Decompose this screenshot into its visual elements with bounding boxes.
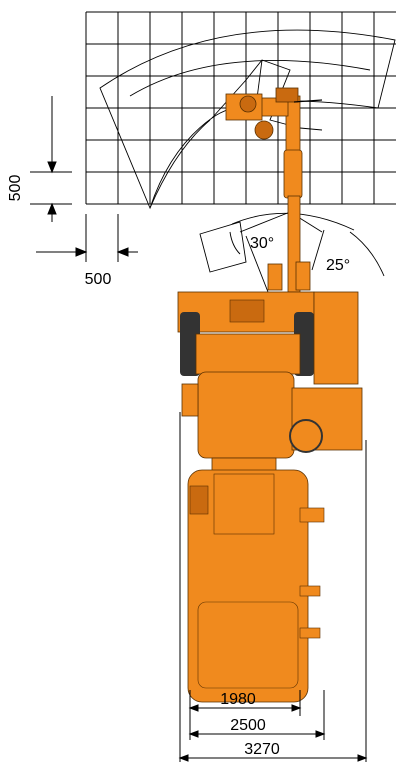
width-dimension-lines — [178, 412, 368, 762]
vertical-scale-marker — [30, 96, 72, 222]
vertical-scale-label: 500 — [7, 175, 24, 202]
cable-reel — [289, 419, 323, 453]
boom-and-drill-head — [225, 87, 323, 293]
width-1980-label: 1980 — [220, 691, 256, 708]
coverage-envelope — [99, 29, 396, 210]
horizontal-scale-marker — [36, 214, 138, 262]
front-left-tyre — [180, 312, 200, 376]
machine-body — [177, 291, 363, 703]
width-2500-label: 2500 — [230, 717, 266, 734]
left-swing-angle-label: 30° — [250, 235, 274, 252]
right-swing-angle-label: 25° — [326, 257, 350, 274]
width-3270-label: 3270 — [244, 741, 280, 758]
horizontal-scale-label: 500 — [85, 271, 112, 288]
